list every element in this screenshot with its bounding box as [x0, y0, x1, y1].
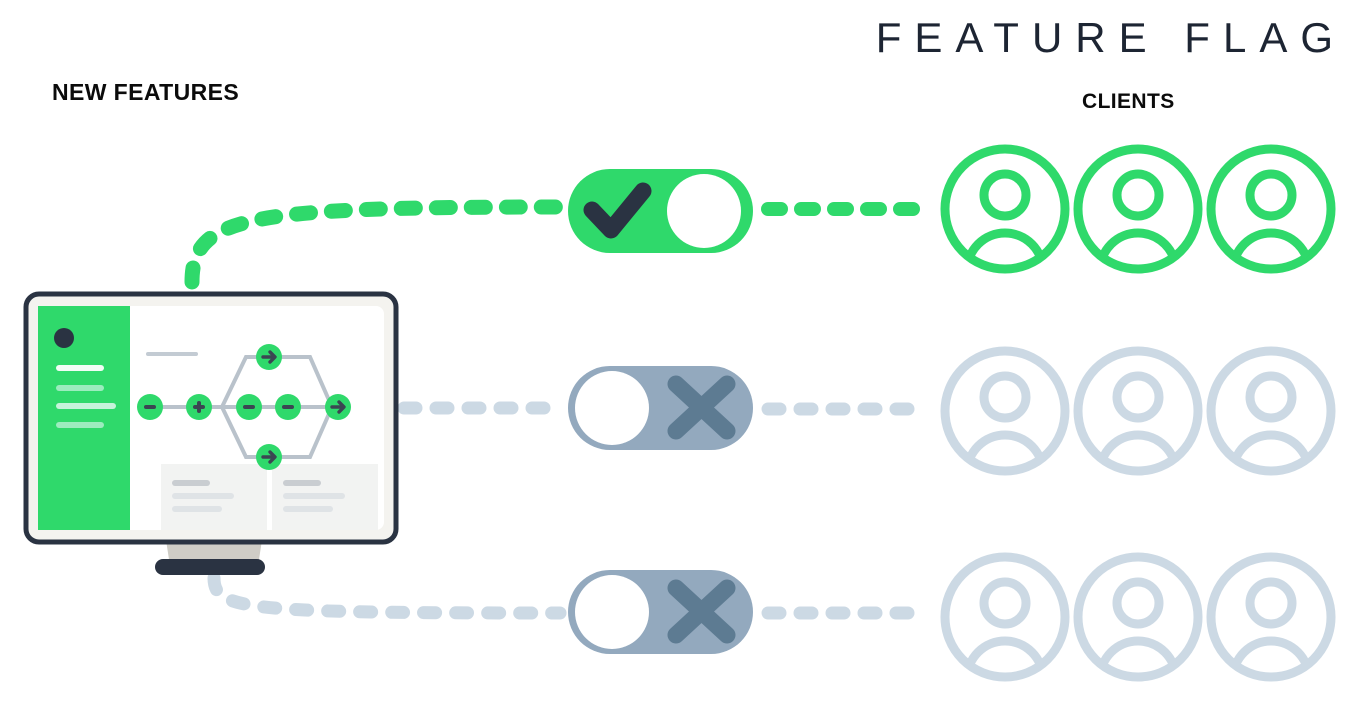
card-left-line-1: [172, 493, 234, 499]
screen-cards: [161, 464, 378, 530]
monitor-stand-base: [155, 559, 265, 575]
sidebar-bar-3: [56, 403, 116, 409]
card-right-title: [283, 480, 321, 486]
card-right-line-2: [283, 506, 333, 512]
cross-icon: [667, 375, 736, 440]
sidebar-bar-2: [56, 385, 104, 391]
cross-icon: [667, 579, 736, 644]
flow-node-arrow-right: [325, 394, 351, 420]
new-features-monitor: [23, 291, 399, 575]
flow-edge-top-right: [280, 355, 334, 409]
flow-node-minus-2: [236, 394, 262, 420]
flow-diagram: [137, 344, 351, 470]
page-title: FEATURE FLAG: [875, 14, 1346, 61]
app-sidebar: [38, 306, 130, 530]
new-features-label: NEW FEATURES: [52, 79, 240, 105]
flow-node-minus-1: [137, 394, 163, 420]
feature-toggle-disabled-1[interactable]: [568, 366, 753, 450]
client-avatar-5[interactable]: [1073, 346, 1203, 476]
flow-node-arrow-bottom: [256, 444, 282, 470]
check-icon: [583, 182, 652, 239]
client-avatar-8[interactable]: [1073, 552, 1203, 682]
feature-toggle-disabled-2[interactable]: [568, 570, 753, 654]
card-left-line-2: [172, 506, 222, 512]
connector-monitor-to-toggle-3: [207, 571, 567, 620]
flow-node-plus-1: [186, 394, 212, 420]
sidebar-background: [46, 306, 130, 530]
card-right-line-1: [283, 493, 345, 499]
client-avatar-1[interactable]: [940, 144, 1070, 274]
sidebar-avatar-icon: [54, 328, 74, 348]
toggle-knob-off-2[interactable]: [575, 575, 649, 649]
flow-node-arrow-top: [256, 344, 282, 370]
feature-toggle-enabled[interactable]: [568, 169, 753, 253]
connector-monitor-to-toggle-1: [184, 199, 568, 290]
client-avatar-9[interactable]: [1206, 552, 1336, 682]
client-avatar-4[interactable]: [940, 346, 1070, 476]
flow-edge-bottom-right: [280, 405, 334, 459]
card-left-title: [172, 480, 210, 486]
sidebar-background-left: [38, 306, 54, 530]
client-avatar-7[interactable]: [940, 552, 1070, 682]
screen-title-rule: [146, 352, 198, 356]
client-avatar-6[interactable]: [1206, 346, 1336, 476]
client-avatar-3[interactable]: [1206, 144, 1336, 274]
flow-node-minus-3: [275, 394, 301, 420]
clients-label: CLIENTS: [1082, 90, 1175, 113]
toggle-knob-off-1[interactable]: [575, 371, 649, 445]
sidebar-bar-1: [56, 365, 104, 371]
toggle-knob-on[interactable]: [667, 174, 741, 248]
client-avatar-2[interactable]: [1073, 144, 1203, 274]
sidebar-bar-4: [56, 422, 104, 428]
